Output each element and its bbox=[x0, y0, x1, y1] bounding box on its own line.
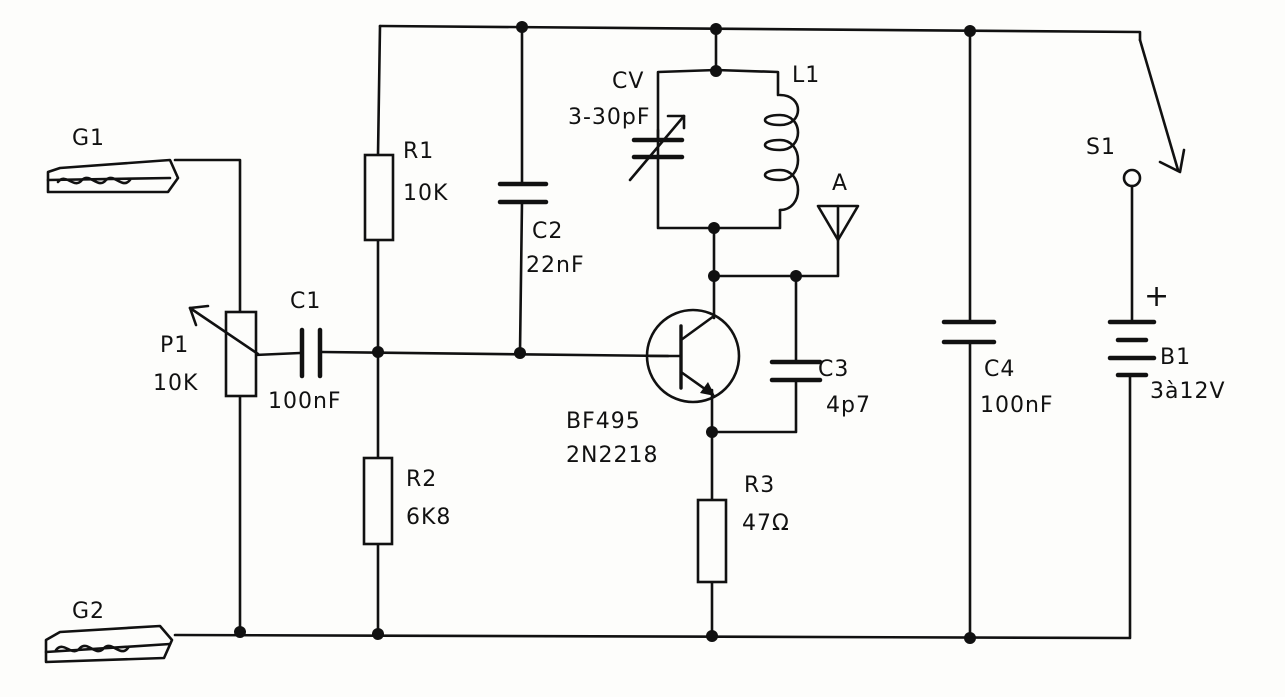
c1-value-label: 100nF bbox=[268, 389, 342, 414]
antenna-ref-label: A bbox=[832, 171, 848, 196]
cv-value-label: 3-30pF bbox=[568, 105, 651, 130]
c3-antenna-wire bbox=[712, 238, 840, 278]
r1-value-label: 10K bbox=[403, 181, 448, 206]
s1-switch bbox=[1122, 38, 1186, 188]
c4-value-label: 100nF bbox=[980, 393, 1054, 418]
r1-ref-label: R1 bbox=[403, 139, 434, 164]
g1-clip bbox=[46, 158, 180, 194]
b1-battery bbox=[1107, 319, 1157, 378]
c2-value-label: 22nF bbox=[526, 253, 585, 278]
g2-clip bbox=[44, 624, 174, 664]
c3-capacitor bbox=[769, 359, 823, 383]
g1-label: G1 bbox=[72, 126, 105, 151]
cv-ref-label: CV bbox=[612, 69, 644, 94]
r1-resistor bbox=[363, 153, 395, 242]
l1-coil bbox=[763, 93, 800, 212]
cv-variable-capacitor bbox=[628, 114, 686, 182]
c2-capacitor bbox=[497, 181, 549, 205]
c4-ref-label: C4 bbox=[984, 357, 1015, 382]
g2-label: G2 bbox=[72, 599, 105, 624]
c3-value-label: 4p7 bbox=[826, 393, 871, 418]
antenna-icon bbox=[816, 204, 860, 242]
s1-ref-label: S1 bbox=[1086, 135, 1116, 160]
r1-top-wire bbox=[376, 24, 382, 157]
b1-ref-label: B1 bbox=[1160, 345, 1191, 370]
top-rail-wire bbox=[378, 24, 1142, 42]
p1-value-label: 10K bbox=[153, 371, 198, 396]
transistor-type1-label: BF495 bbox=[566, 409, 641, 434]
transistor-type2-label: 2N2218 bbox=[566, 443, 658, 468]
g1-lead-wire bbox=[173, 158, 242, 314]
transistor-q1 bbox=[645, 308, 741, 404]
c3-bottom-wire bbox=[710, 378, 798, 434]
l1-top-lead bbox=[714, 68, 780, 97]
p1-potentiometer bbox=[188, 304, 260, 398]
b1-value-label: 3à12V bbox=[1150, 379, 1226, 404]
r2-ref-label: R2 bbox=[406, 467, 437, 492]
b1-polarity-label: + bbox=[1144, 279, 1170, 314]
junction-dots bbox=[234, 21, 976, 644]
c4-capacitor bbox=[941, 319, 997, 345]
c2-ref-label: C2 bbox=[532, 219, 563, 244]
l1-ref-label: L1 bbox=[792, 63, 820, 88]
c1-ref-label: C1 bbox=[290, 289, 321, 314]
bottom-rail-wire bbox=[173, 373, 1132, 640]
labels: G1 G2 P1 10K C1 100nF R1 10K R2 6K8 C2 2… bbox=[72, 63, 1226, 624]
r2-value-label: 6K8 bbox=[406, 505, 451, 530]
c3-ref-label: C3 bbox=[818, 357, 849, 382]
c1-capacitor bbox=[299, 327, 323, 379]
r3-resistor bbox=[696, 498, 728, 584]
tank-left-wire bbox=[656, 68, 718, 230]
l1-bottom-lead bbox=[710, 208, 782, 230]
r2-resistor bbox=[362, 456, 394, 546]
p1-ref-label: P1 bbox=[160, 333, 189, 358]
r3-ref-label: R3 bbox=[744, 473, 775, 498]
r3-value-label: 47Ω bbox=[742, 511, 790, 536]
c1-left-wire bbox=[253, 351, 302, 357]
c2-bottom-wire bbox=[518, 200, 524, 354]
